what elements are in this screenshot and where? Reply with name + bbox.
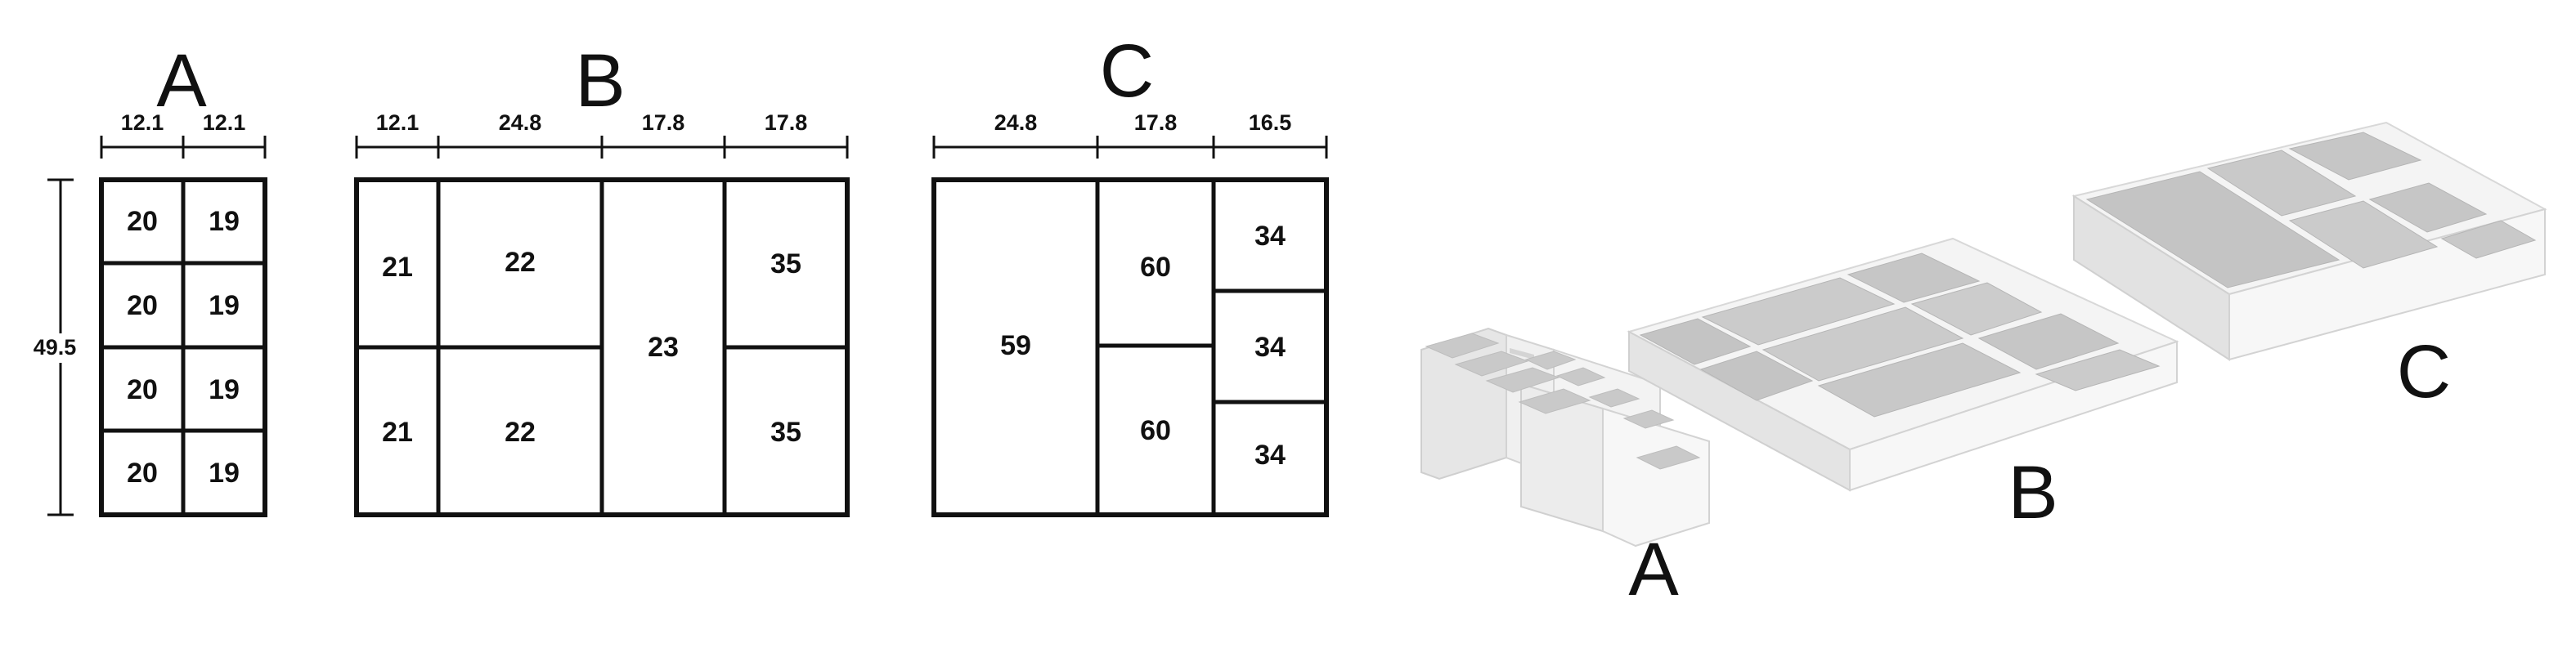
plan-a-cell: 19 — [209, 458, 240, 489]
plan-a-height: 49.5 — [34, 335, 77, 360]
plan-b-cell: 22 — [505, 247, 536, 278]
render-c-label: C — [2397, 330, 2451, 413]
plan-b-col4-width: 17.8 — [765, 110, 808, 135]
plan-c: C 24.8 17.8 16.5 59 60 60 34 34 34 — [931, 29, 1329, 517]
plan-c-cell: 60 — [1140, 252, 1171, 283]
plan-a-label: A — [156, 39, 207, 123]
plan-b-col2-width: 24.8 — [499, 110, 542, 135]
render-b-label: B — [2008, 451, 2058, 534]
plan-b-cell: 23 — [648, 332, 679, 363]
plan-b-cell: 21 — [382, 252, 413, 283]
plan-b-cell: 22 — [505, 417, 536, 448]
plan-b-col3-width: 17.8 — [642, 110, 685, 135]
render-b: B — [1627, 237, 2179, 534]
plan-a-cell: 20 — [127, 374, 158, 405]
plan-c-cell: 34 — [1254, 332, 1286, 363]
render-c: C — [2071, 121, 2547, 413]
plan-a-col1-width: 12.1 — [121, 110, 164, 135]
plan-c-cell: 34 — [1254, 440, 1286, 471]
plan-b-cell: 35 — [770, 248, 801, 279]
plan-b-cell: 21 — [382, 417, 413, 448]
plan-c-col1-width: 24.8 — [994, 110, 1038, 135]
plan-a-cell: 20 — [127, 458, 158, 489]
plan-b: B 12.1 24.8 17.8 17.8 21 21 22 22 23 35 … — [354, 39, 850, 517]
plan-a-cell: 19 — [209, 374, 240, 405]
plan-c-cell: 59 — [1000, 330, 1031, 361]
plan-c-label: C — [1100, 29, 1154, 113]
plan-c-cell: 60 — [1140, 415, 1171, 446]
render-a: A — [1420, 327, 1710, 611]
plan-a-cell: 20 — [127, 206, 158, 237]
render-a-label: A — [1628, 528, 1679, 611]
plan-a-cell: 19 — [209, 206, 240, 237]
plan-b-label: B — [575, 39, 625, 123]
plan-a-cell: 19 — [209, 290, 240, 321]
plan-a-col2-width: 12.1 — [203, 110, 246, 135]
plan-c-col3-width: 16.5 — [1249, 110, 1292, 135]
plan-b-col1-width: 12.1 — [376, 110, 420, 135]
plan-b-cell: 35 — [770, 417, 801, 448]
plan-a-cell: 20 — [127, 290, 158, 321]
plan-c-col2-width: 17.8 — [1134, 110, 1178, 135]
plan-a: A 12.1 12.1 49.5 20 19 20 19 20 19 20 19 — [25, 39, 267, 517]
plan-c-cell: 34 — [1254, 221, 1286, 252]
